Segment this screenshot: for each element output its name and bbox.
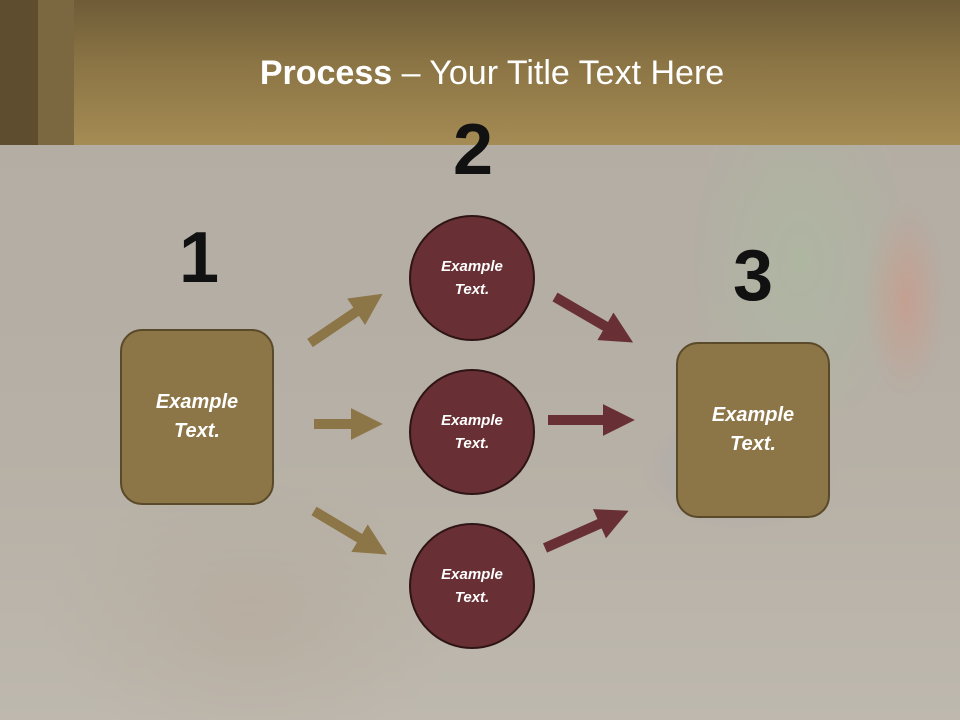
title-bold: Process	[259, 54, 393, 92]
circle-middle-label: Example Text.	[441, 412, 503, 452]
arrow-start-to-bottom	[311, 506, 387, 555]
end-box: Example Text.	[676, 342, 830, 518]
title-bar	[0, 0, 960, 145]
start-box: Example Text.	[120, 329, 274, 505]
arrow-start-to-top	[307, 293, 383, 348]
step-number-3: 3	[732, 236, 774, 316]
arrow-bottom-to-end	[542, 509, 629, 553]
circle-top: Example Text.	[409, 215, 535, 341]
circle-bottom-label: Example Text.	[441, 566, 503, 606]
end-box-label: Example Text.	[711, 404, 795, 455]
step-number-2: 2	[452, 110, 494, 190]
header-accent-stripe	[38, 0, 74, 145]
arrow-top-to-end	[552, 292, 634, 343]
step-number-1: 1	[178, 218, 220, 298]
start-box-label: Example Text.	[155, 391, 239, 442]
header-accent-stripe	[0, 0, 38, 145]
circle-bottom: Example Text.	[409, 523, 535, 649]
slide-title: Process – Your Title Text Here	[0, 54, 960, 93]
circle-middle: Example Text.	[409, 369, 535, 495]
circle-top-label: Example Text.	[441, 258, 503, 298]
title-rest: – Your Title Text Here	[392, 54, 725, 92]
